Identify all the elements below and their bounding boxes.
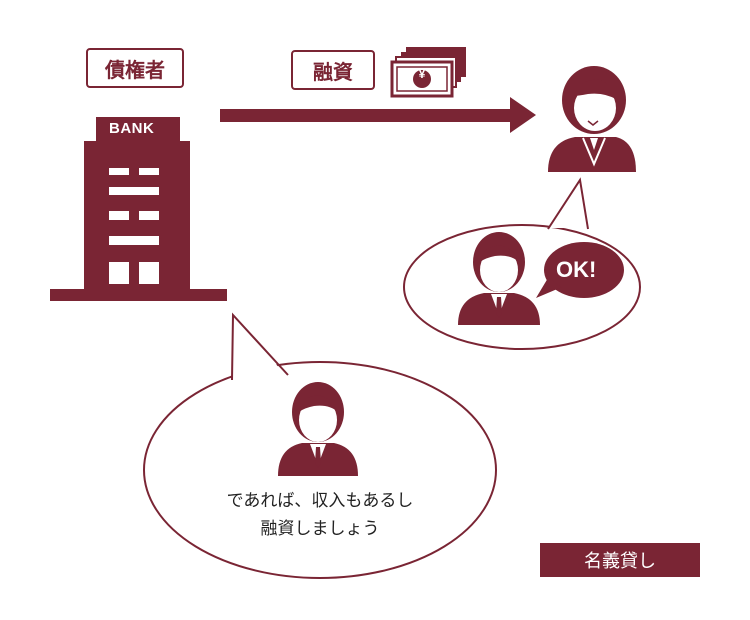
man-person-icon [278, 382, 358, 476]
speech-line-2: 融資しましょう [260, 519, 380, 539]
creditor-label: 債権者 [86, 48, 184, 88]
money-bills-icon [390, 47, 466, 98]
loan-label: 融資 [291, 50, 375, 90]
speech-line-1: であれば、収入もあるし [226, 491, 414, 511]
bank-sign: BANK [109, 120, 155, 137]
nominee-loan-badge: 名義貸し [540, 543, 700, 577]
bank-building-icon [50, 117, 227, 301]
man-person-icon [458, 232, 540, 325]
speech-text: であれば、収入もあるし 融資しましょう [170, 487, 470, 543]
yen-symbol: ¥ [418, 67, 426, 81]
arrow-right-icon [220, 97, 536, 133]
woman-person-icon [548, 66, 636, 172]
ok-text: OK! [556, 257, 597, 282]
ok-speech-bubble [536, 242, 624, 298]
